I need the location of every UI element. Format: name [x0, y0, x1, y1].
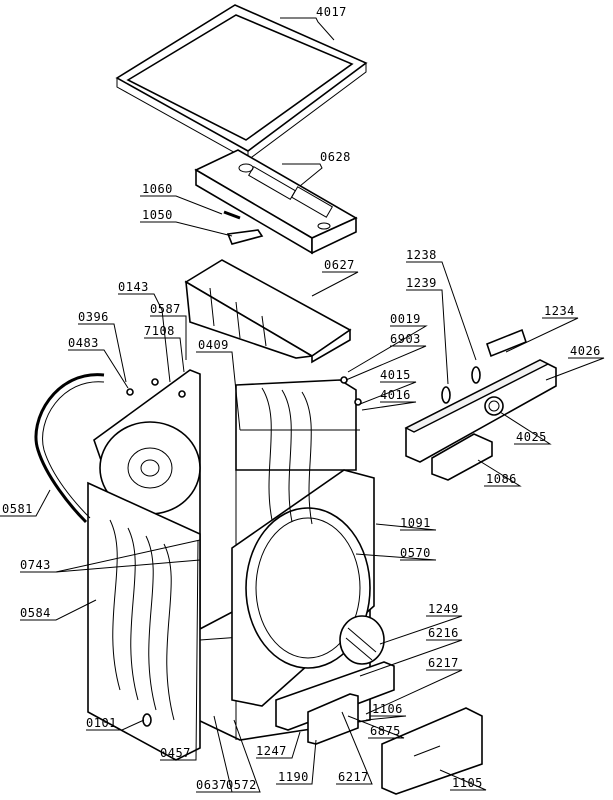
label-0101: 0101: [86, 716, 117, 730]
label-1249: 1249: [428, 602, 459, 616]
label-6217-upper: 6217: [428, 656, 459, 670]
label-0457: 0457: [160, 746, 191, 760]
label-0628: 0628: [320, 150, 351, 164]
part-top-lid: [115, 4, 368, 161]
part-drain-hose: [34, 373, 105, 524]
label-0584: 0584: [20, 606, 51, 620]
part-hose-connector: [223, 210, 264, 245]
part-drawer-handle: [431, 433, 493, 481]
part-detergent-drawer: [194, 149, 358, 255]
label-0019: 0019: [390, 312, 421, 326]
label-0587: 0587: [150, 302, 181, 316]
part-filter-grille: [339, 615, 385, 665]
label-1106: 1106: [372, 702, 403, 716]
label-0396: 0396: [78, 310, 109, 324]
part-button-cover: [486, 328, 527, 358]
label-0627: 0627: [324, 258, 355, 272]
leader-lines: [0, 17, 605, 793]
label-0581: 0581: [2, 502, 33, 516]
part-rear-drum-panel: [99, 421, 201, 515]
label-0143: 0143: [118, 280, 149, 294]
label-7108: 7108: [144, 324, 175, 338]
part-labels: 4017 0628 1060 1050 0627 1238 1239 1234 …: [2, 5, 601, 792]
label-0483: 0483: [68, 336, 99, 350]
label-1091: 1091: [400, 516, 431, 530]
label-4015: 4015: [380, 368, 411, 382]
label-4025: 4025: [516, 430, 547, 444]
label-6216: 6216: [428, 626, 459, 640]
label-1234: 1234: [544, 304, 575, 318]
label-4017: 4017: [316, 5, 347, 19]
part-side-panel: [87, 481, 201, 761]
label-1105: 1105: [452, 776, 483, 790]
label-4016: 4016: [380, 388, 411, 402]
part-service-cover: [381, 707, 483, 795]
label-1247: 1247: [256, 744, 287, 758]
label-6903: 6903: [390, 332, 421, 346]
label-1238: 1238: [406, 248, 437, 262]
part-right-side-panel: [261, 387, 313, 525]
label-6217-lower: 6217: [338, 770, 369, 784]
label-0637: 0637: [196, 778, 227, 792]
part-drawer-housing: [184, 259, 352, 364]
part-front-panel: [231, 469, 375, 707]
label-1086: 1086: [486, 472, 517, 486]
part-control-panel: [404, 359, 557, 463]
label-1050: 1050: [142, 208, 173, 222]
label-0572: 0572: [226, 778, 257, 792]
label-0743: 0743: [20, 558, 51, 572]
label-1239: 1239: [406, 276, 437, 290]
label-1190: 1190: [278, 770, 309, 784]
label-1060: 1060: [142, 182, 173, 196]
label-6875: 6875: [370, 724, 401, 738]
label-0409: 0409: [198, 338, 229, 352]
label-0570: 0570: [400, 546, 431, 560]
label-4026: 4026: [570, 344, 601, 358]
part-plinth: [275, 661, 395, 745]
